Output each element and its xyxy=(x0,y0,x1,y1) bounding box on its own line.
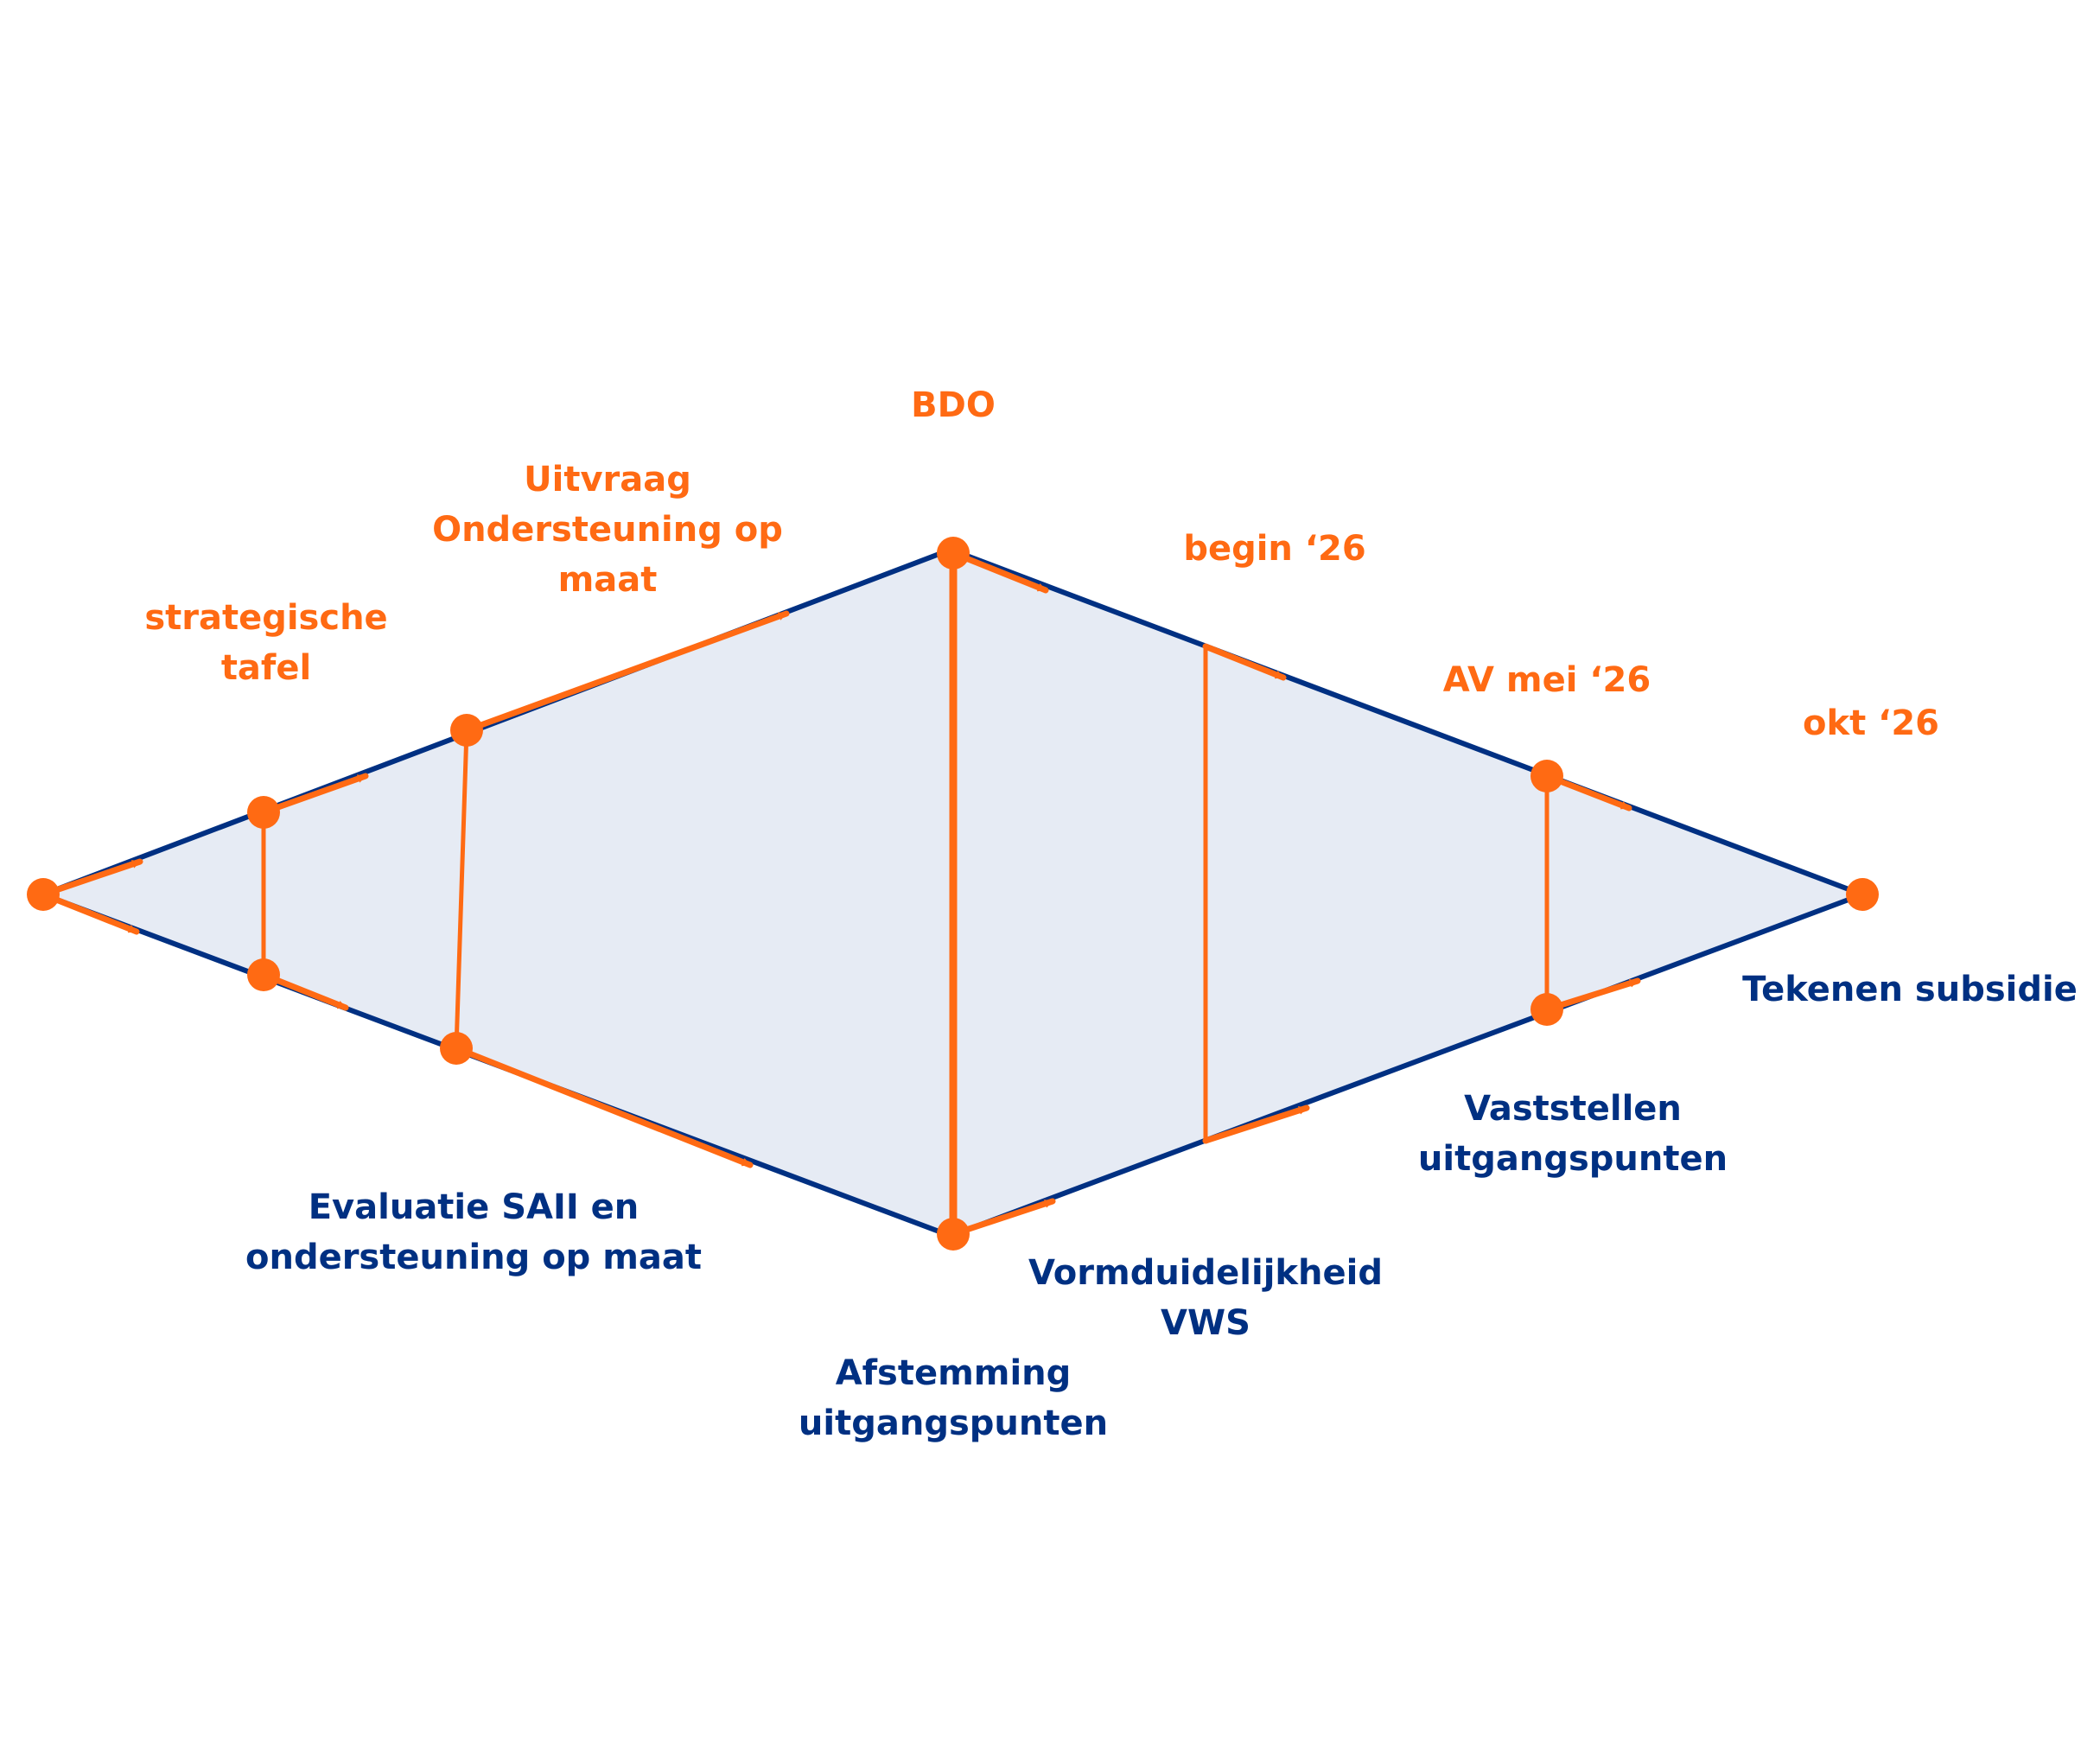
arrow-begin26-bottom xyxy=(1202,1104,1310,1144)
dot-av-bottom xyxy=(1530,993,1563,1026)
label-vorm-line1: Vormduidelijkheid xyxy=(1028,1253,1383,1293)
dot-strategische-bottom xyxy=(247,958,280,991)
dot-bdo-bottom xyxy=(937,1218,970,1251)
dot-av-top xyxy=(1530,760,1563,792)
vertical-connectors xyxy=(261,549,1550,1238)
label-vorm-line2: VWS xyxy=(1161,1303,1250,1343)
label-vaststellen-line1: Vaststellen xyxy=(1464,1089,1682,1129)
arrow-uitvraag-top xyxy=(463,610,790,734)
arrow-begin26-top xyxy=(1202,643,1287,681)
arrow-start-top xyxy=(40,858,143,898)
label-av-mei26: AV mei ‘26 xyxy=(1443,660,1651,700)
dot-bdo-top xyxy=(937,537,970,570)
label-bdo: BDO xyxy=(911,385,996,425)
dot-end xyxy=(1846,878,1879,911)
label-afstemming-line2: uitgangspunten xyxy=(799,1403,1108,1443)
label-begin26: begin ‘26 xyxy=(1183,529,1365,569)
dot-start xyxy=(27,878,60,911)
connector-uitvraag xyxy=(454,728,469,1051)
label-afstemming-line1: Afstemming xyxy=(836,1353,1072,1393)
label-strategische-line2: tafel xyxy=(221,648,311,688)
arrow-bdo-top xyxy=(950,550,1049,594)
label-evaluatie-line2: ondersteuning op maat xyxy=(245,1238,702,1277)
milestone-dots xyxy=(27,537,1879,1251)
arrow-uitvraag-bottom xyxy=(453,1045,754,1168)
arrow-start-bottom xyxy=(40,891,140,935)
label-tekenen-subsidie: Tekenen subsidie xyxy=(1742,970,2078,1009)
label-okt26: okt ‘26 xyxy=(1803,703,1939,743)
label-strategische-line1: strategische xyxy=(144,598,387,638)
label-uitvraag-line2: Ondersteuning op xyxy=(432,510,783,550)
label-uitvraag-line1: Uitvraag xyxy=(524,460,691,500)
label-uitvraag-line3: maat xyxy=(558,560,658,600)
dot-uitvraag-top xyxy=(450,714,483,747)
label-evaluatie-line1: Evaluatie SAII en xyxy=(309,1187,640,1227)
arrow-strategische-top xyxy=(260,773,369,816)
label-vaststellen-line2: uitgangspunten xyxy=(1418,1139,1728,1179)
dot-uitvraag-bottom xyxy=(440,1032,473,1065)
dot-strategische-top xyxy=(247,796,280,829)
arrow-bdo-bottom xyxy=(950,1198,1056,1238)
